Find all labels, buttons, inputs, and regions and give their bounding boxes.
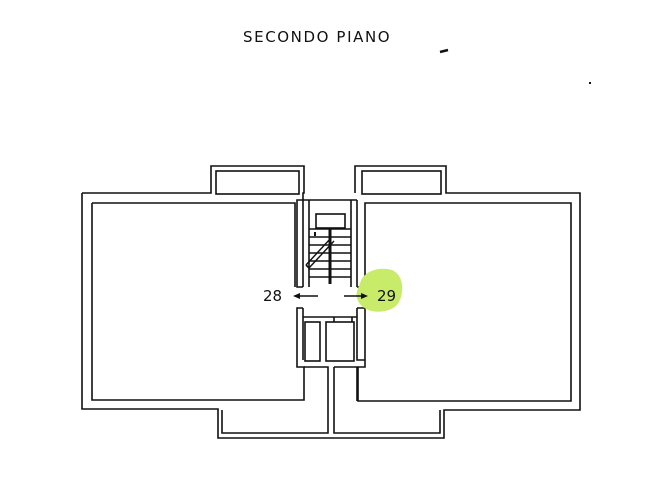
left-apartment-outer-wall <box>82 165 305 288</box>
service-room-b <box>325 321 355 362</box>
left-apartment-room <box>92 202 296 287</box>
left-balcony <box>215 170 300 195</box>
stair-core-inner <box>308 200 352 287</box>
left-loggia <box>221 366 329 434</box>
outer-wall-bottom-left <box>81 193 331 439</box>
unit-29-highlight <box>356 268 403 312</box>
stray-dot <box>589 82 591 84</box>
service-partitions <box>333 317 353 322</box>
staircase-icon <box>305 228 351 284</box>
stray-mark <box>439 48 449 54</box>
arrow-left-icon <box>293 293 318 299</box>
right-loggia <box>333 366 441 434</box>
service-room-a <box>304 321 321 362</box>
floor-title: SECONDO PIANO <box>243 28 392 46</box>
stair-landing <box>315 213 346 229</box>
right-apartment-room <box>357 202 572 402</box>
arrow-right-icon <box>344 293 368 299</box>
right-balcony <box>361 170 442 195</box>
unit-29-label: 29 <box>377 287 396 305</box>
stair-core-wall-right <box>356 200 365 361</box>
right-apartment-outer-wall <box>331 165 581 439</box>
unit-28-label: 28 <box>263 287 282 305</box>
